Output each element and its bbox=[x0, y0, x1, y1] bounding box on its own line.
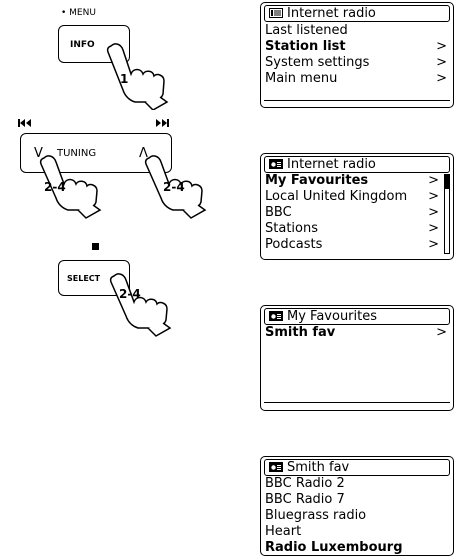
chevron-right-icon: > bbox=[428, 189, 439, 205]
skip-back-icon bbox=[18, 119, 32, 127]
menu-item-label: Station list bbox=[265, 39, 346, 55]
station-label: BBC Radio 2 bbox=[265, 476, 345, 492]
menu-item[interactable]: Podcasts > bbox=[265, 237, 439, 253]
radio-icon bbox=[269, 311, 283, 321]
radio-icon bbox=[269, 462, 283, 472]
scrollbar[interactable] bbox=[444, 174, 450, 254]
radio-icon bbox=[269, 159, 283, 169]
menu-item[interactable]: System settings > bbox=[265, 55, 447, 71]
list-icon bbox=[269, 8, 283, 18]
menu-item-label: System settings bbox=[265, 55, 369, 71]
menu-item-selected[interactable]: Station list > bbox=[265, 39, 447, 55]
menu-item[interactable]: Last listened bbox=[265, 23, 447, 39]
chevron-right-icon: > bbox=[436, 325, 447, 341]
menu-item-label: Podcasts bbox=[265, 237, 322, 253]
lcd-screen-4: Smith fav BBC Radio 2 BBC Radio 7 Bluegr… bbox=[260, 456, 454, 556]
station-item[interactable]: Heart bbox=[265, 524, 447, 540]
scrollbar-thumb[interactable] bbox=[445, 175, 449, 189]
pointing-hand-icon bbox=[105, 40, 180, 110]
screen-title: My Favourites bbox=[287, 309, 377, 324]
chevron-right-icon: > bbox=[428, 237, 439, 253]
menu-item-label: Local United Kingdom bbox=[265, 189, 407, 205]
step-label-tuning-right: 2-4 bbox=[163, 180, 185, 194]
pointing-hand-icon bbox=[108, 270, 180, 338]
menu-item-selected[interactable]: Smith fav > bbox=[265, 325, 447, 341]
screen-bottom-divider bbox=[264, 100, 450, 101]
chevron-right-icon: > bbox=[428, 221, 439, 237]
chevron-right-icon: > bbox=[436, 55, 447, 71]
menu-item[interactable]: BBC > bbox=[265, 205, 439, 221]
menu-item-label: Main menu bbox=[265, 71, 337, 87]
screen-title: Internet radio bbox=[287, 6, 376, 21]
menu-item-label: BBC bbox=[265, 205, 292, 221]
screen-title: Internet radio bbox=[287, 157, 376, 172]
step-label-1: 1 bbox=[120, 72, 128, 86]
menu-item[interactable]: Stations > bbox=[265, 221, 439, 237]
screen-title-bar: Internet radio bbox=[264, 5, 450, 22]
station-item[interactable]: Bluegrass radio bbox=[265, 508, 447, 524]
menu-item[interactable]: Local United Kingdom > bbox=[265, 189, 439, 205]
station-item-selected[interactable]: Radio Luxembourg bbox=[265, 540, 447, 556]
menu-caption: • MENU bbox=[61, 8, 96, 18]
lcd-screen-2: Internet radio My Favourites > Local Unit… bbox=[260, 153, 454, 260]
info-button-label: INFO bbox=[70, 40, 95, 50]
screen-title: Smith fav bbox=[287, 460, 349, 475]
station-item[interactable]: BBC Radio 7 bbox=[265, 492, 447, 508]
select-button-label: SELECT bbox=[67, 274, 100, 283]
menu-item-label: Stations bbox=[265, 221, 318, 237]
station-label: Bluegrass radio bbox=[265, 508, 366, 524]
chevron-right-icon: > bbox=[428, 173, 439, 189]
screen-title-bar: Internet radio bbox=[264, 156, 450, 173]
menu-item-label: My Favourites bbox=[265, 173, 368, 189]
station-label: Heart bbox=[265, 524, 301, 540]
menu-item-selected[interactable]: My Favourites > bbox=[265, 173, 439, 189]
chevron-right-icon: > bbox=[436, 39, 447, 55]
screen-bottom-divider bbox=[264, 402, 450, 403]
chevron-right-icon: > bbox=[436, 71, 447, 87]
menu-item-label: Last listened bbox=[265, 23, 348, 39]
chevron-right-icon: > bbox=[428, 205, 439, 221]
lcd-screen-1: Internet radio Last listened Station lis… bbox=[260, 2, 454, 108]
station-item[interactable]: BBC Radio 2 bbox=[265, 476, 447, 492]
lcd-screen-3: My Favourites Smith fav > bbox=[260, 305, 454, 411]
stop-icon bbox=[92, 243, 99, 250]
menu-item-label: Smith fav bbox=[265, 325, 335, 341]
station-label: BBC Radio 7 bbox=[265, 492, 345, 508]
skip-forward-icon bbox=[155, 119, 169, 127]
step-label-select: 2-4 bbox=[119, 287, 141, 301]
screen-title-bar: My Favourites bbox=[264, 308, 450, 325]
step-label-tuning-left: 2-4 bbox=[44, 180, 66, 194]
station-label: Radio Luxembourg bbox=[265, 540, 403, 556]
screen-title-bar: Smith fav bbox=[264, 459, 450, 476]
menu-item[interactable]: Main menu > bbox=[265, 71, 447, 87]
